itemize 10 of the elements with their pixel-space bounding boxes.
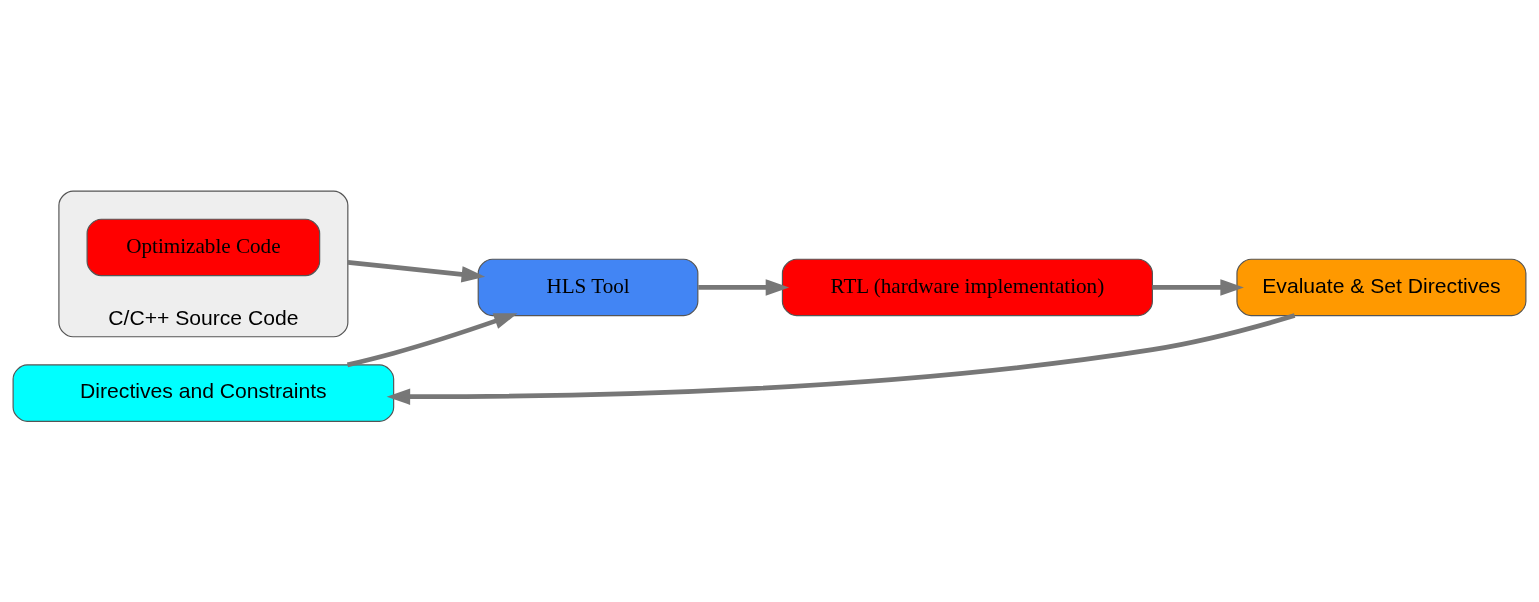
node-box: Optimizable Code: [86, 218, 321, 276]
arrow: [698, 278, 790, 296]
arrow: [386, 312, 1296, 405]
node-box: HLS Tool: [477, 258, 699, 316]
arrow: [346, 312, 518, 367]
node-box: Evaluate & Set Directives: [1236, 258, 1527, 316]
node-box: RTL (hardware implementation): [781, 258, 1153, 316]
node-box: Directives and Constraints: [12, 363, 395, 422]
arrow: [347, 259, 486, 283]
arrow: [1152, 278, 1244, 296]
